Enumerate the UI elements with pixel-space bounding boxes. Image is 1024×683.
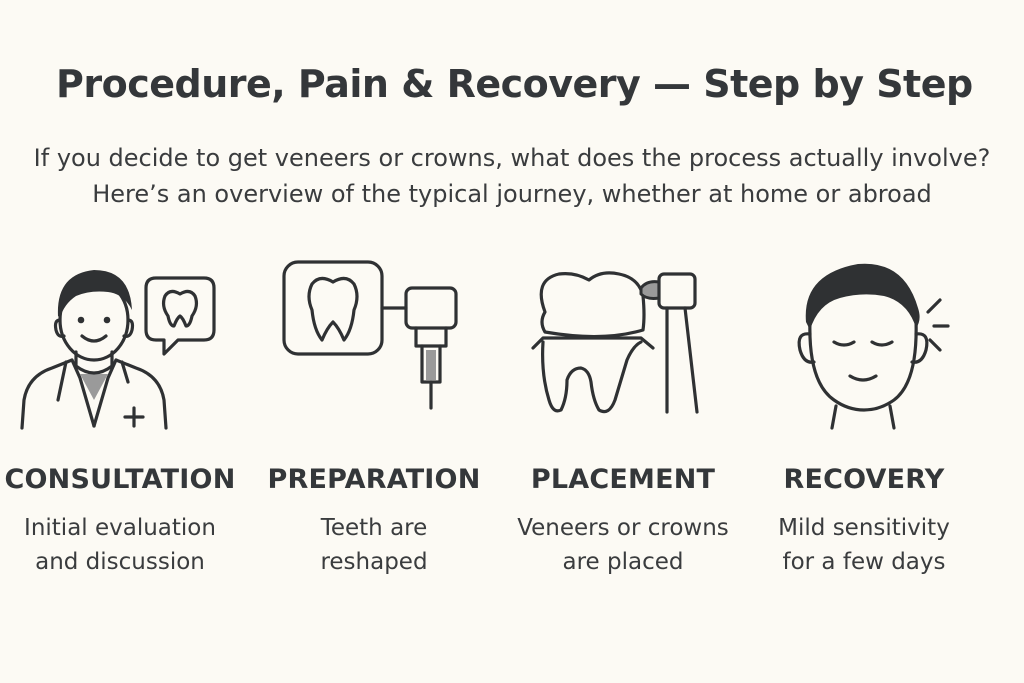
page-title: Procedure, Pain & Recovery — Step by Ste… — [56, 62, 973, 106]
step-placement: PLACEMENT Veneers or crowns are placed — [503, 250, 743, 579]
crown-placement-icon — [531, 271, 699, 414]
step-label: CONSULTATION — [4, 464, 236, 495]
step-consultation: CONSULTATION Initial evaluation and disc… — [0, 250, 240, 579]
step-description: Mild sensitivity for a few days — [778, 515, 950, 575]
relaxed-face-icon — [797, 263, 950, 430]
tooth-drill-icon — [282, 260, 458, 410]
step-description: Initial evaluation and discussion — [24, 515, 216, 575]
step-description: Teeth are reshaped — [320, 515, 428, 575]
step-description: Veneers or crowns are placed — [517, 515, 729, 575]
step-recovery: RECOVERY Mild sensitivity for a few days — [744, 250, 984, 579]
step-label: PREPARATION — [267, 464, 481, 495]
dentist-consultation-icon — [20, 270, 216, 430]
step-label: RECOVERY — [783, 464, 945, 495]
intro-line-2: Here’s an overview of the typical journe… — [92, 180, 932, 208]
step-label: PLACEMENT — [530, 464, 716, 495]
step-preparation: PREPARATION Teeth are reshaped — [254, 250, 494, 579]
intro-line-1: If you decide to get veneers or crowns, … — [33, 144, 991, 172]
